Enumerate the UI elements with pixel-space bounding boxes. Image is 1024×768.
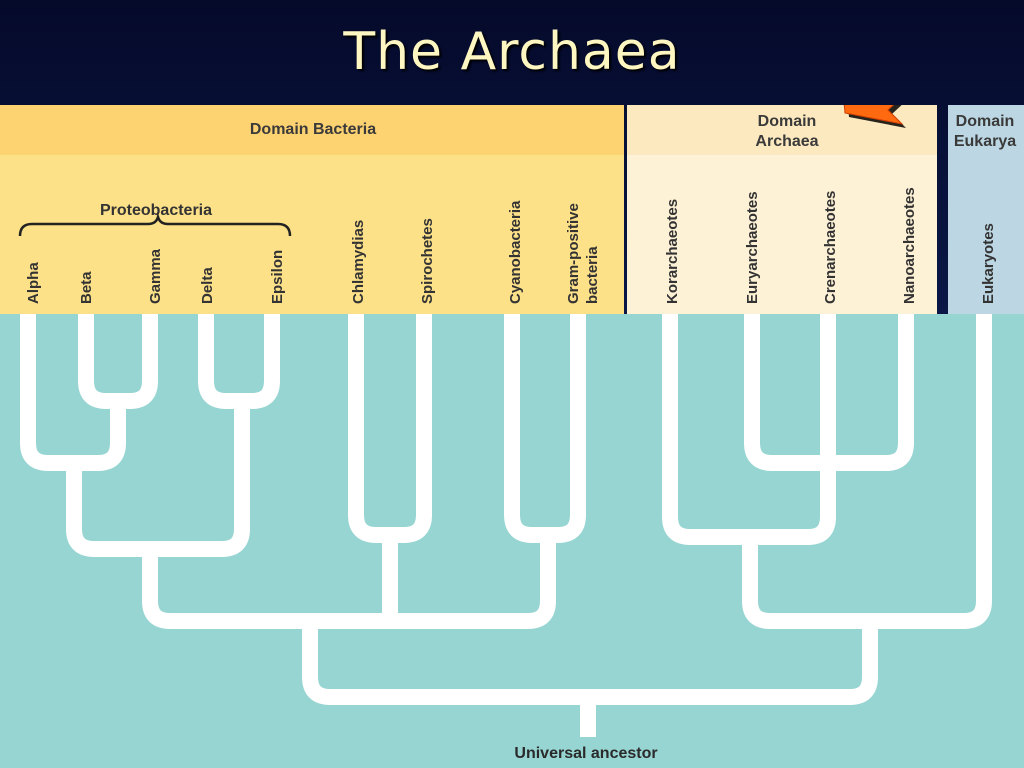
taxon-eukaryotes: Eukaryotes (980, 223, 997, 304)
domain-archaea-label-line2: Archaea (755, 133, 818, 150)
domain-eukarya-label-line2: Eukarya (954, 133, 1016, 150)
taxon-alpha: Alpha (25, 262, 42, 304)
tree-branches (20, 314, 992, 737)
taxon-chlamydias: Chlamydias (350, 220, 367, 304)
domain-archaea-label-line1: Domain (758, 113, 817, 130)
taxon-gamma: Gamma (147, 248, 164, 304)
taxon-cyanobacteria: Cyanobacteria (507, 200, 524, 304)
taxon-gram-positive-line1: Gram-positive (565, 203, 582, 304)
proteobacteria-bracket (18, 212, 292, 237)
domain-bacteria-label: Domain Bacteria (250, 121, 376, 138)
bacteria-header-band (0, 105, 624, 155)
taxon-gram-positive-line2: bacteria (584, 246, 601, 304)
branch-bacteria-join (142, 535, 556, 629)
domain-eukarya-label-line1: Domain (956, 113, 1015, 130)
eukarya-band (948, 105, 1024, 314)
universal-ancestor-label: Universal ancestor (514, 745, 657, 762)
arrow-icon (843, 105, 904, 125)
taxon-delta: Delta (199, 267, 216, 304)
slide-title: The Archaea (343, 22, 681, 82)
taxon-korarchaeotes: Korarchaeotes (664, 199, 681, 304)
taxon-nanoarchaeotes: Nanoarchaeotes (901, 187, 918, 304)
branch-beta-gamma (78, 314, 158, 409)
bacteria-label-band (0, 155, 624, 314)
proteobacteria-label: Proteobacteria (100, 202, 212, 219)
archaea-label-band (627, 155, 937, 314)
taxon-euryarchaeotes: Euryarchaeotes (744, 191, 761, 304)
taxon-beta: Beta (78, 271, 95, 304)
taxon-crenarchaeotes: Crenarchaeotes (822, 191, 839, 304)
taxon-epsilon: Epsilon (269, 250, 286, 304)
phylogenetic-tree-figure: Domain Bacteria Domain Archaea Domain Eu… (0, 105, 1024, 768)
taxon-spirochetes: Spirochetes (419, 218, 436, 304)
